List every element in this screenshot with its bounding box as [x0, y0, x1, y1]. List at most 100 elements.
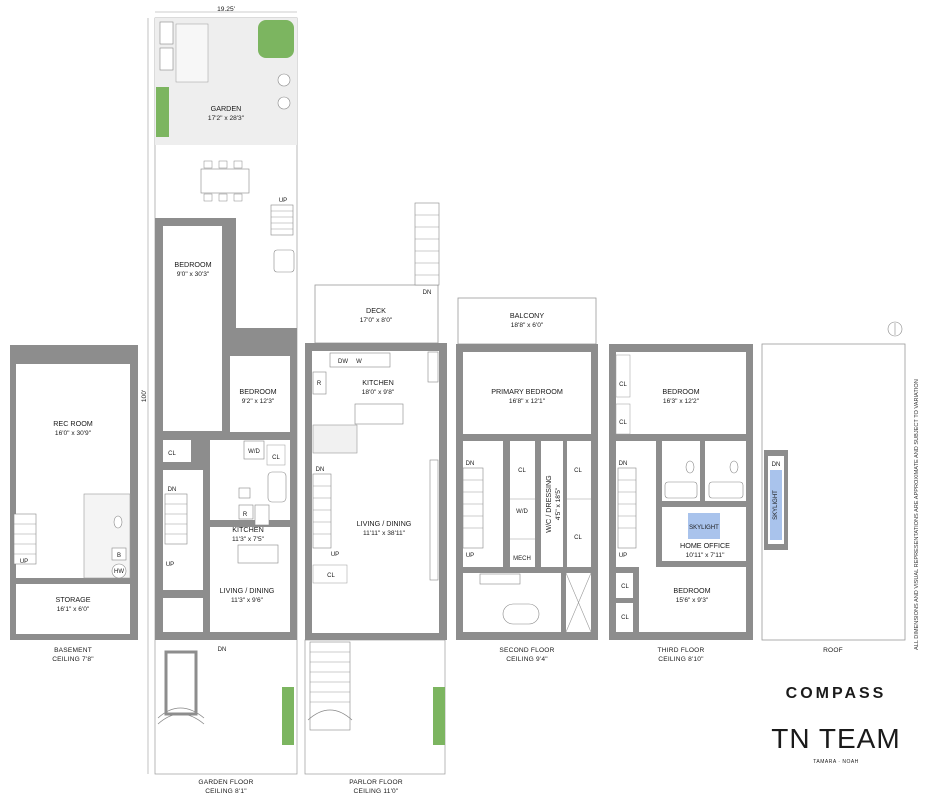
garden-floor-stairs [164, 493, 188, 545]
pf-front-planter [433, 687, 445, 745]
pf-wine-label: W [356, 359, 362, 365]
tf-skylight-label: SKYLIGHT [689, 525, 719, 531]
gf-room-dim: 11'3" x 9'6" [231, 597, 264, 604]
gf-room-name: BEDROOM [239, 387, 276, 396]
sf-room-name: W/C / DRESSING [544, 475, 553, 533]
sf-room-dim: 4'5" x 18'5" [555, 487, 562, 520]
garden-lot: 19.25' 100' GARDEN 17'2" x 28'3" UP [141, 6, 298, 775]
sf-room-dim: 18'8" x 6'0" [511, 322, 544, 329]
gf-closet-label: CL [272, 455, 280, 461]
pf-kitchen-island [354, 403, 404, 425]
sf-vanity-icon [479, 573, 521, 585]
gf-room-name: BEDROOM [174, 260, 211, 269]
water-heater-label: HW [114, 569, 124, 575]
basement-room-name: STORAGE [55, 595, 90, 604]
gf-ceiling: CEILING 8'1" [205, 788, 247, 795]
gf-room-dim: 11'3" x 7'5" [232, 536, 265, 543]
gf-washer-dryer-label: W/D [248, 449, 260, 455]
tf-bathtub-icon [708, 481, 744, 499]
tf-room-dim: 10'11" x 7'11" [686, 552, 726, 559]
chair-icon [277, 73, 291, 87]
tf-closet-label: CL [619, 382, 627, 388]
pf-room-name: DECK [366, 306, 386, 315]
planter-top-right [258, 20, 294, 58]
garden-dim: 17'2" x 28'3" [208, 115, 245, 122]
tf-room-dim: 16'3" x 12'2" [663, 398, 700, 405]
gf-up-label: UP [166, 562, 174, 568]
deck-stairs [414, 202, 440, 286]
sf-down-label: DN [466, 461, 475, 467]
gf-entry-down-label: DN [218, 647, 227, 653]
pf-stoop-stairs [309, 641, 351, 731]
pf-room-dim: 11'11" x 38'11" [363, 530, 406, 537]
garden-name: GARDEN [211, 104, 242, 113]
gf-room-dim: 9'0" x 30'3" [177, 271, 210, 278]
basement-title: BASEMENT [54, 647, 92, 654]
gf-title: GARDEN FLOOR [198, 779, 253, 786]
disclaimer: ALL DIMENSIONS AND VISUAL REPRESENTATION… [914, 379, 920, 650]
sf-washer-dryer-label: W/D [516, 509, 528, 515]
pf-deck-down-label: DN [423, 290, 432, 296]
water-heater-icon [111, 563, 127, 579]
pf-ceiling: CEILING 11'0" [354, 788, 399, 795]
tf-bathtub-icon [664, 481, 698, 499]
roof-title: ROOF [823, 647, 843, 654]
basement-room-dim: 16'0" x 30'9" [55, 430, 92, 437]
kitchen-island [237, 544, 279, 564]
gf-room-name: LIVING / DINING [220, 586, 275, 595]
roof-plan: SKYLIGHT DN ROOF [761, 321, 906, 654]
branding: COMPASS TN TEAM TAMARA · NOAH [771, 685, 900, 765]
pf-closet-label: CL [327, 573, 335, 579]
tf-skylight [688, 513, 720, 539]
gf-closet-label: CL [168, 451, 176, 457]
sink-icon [238, 487, 251, 499]
pf-stairs [312, 473, 332, 549]
roof-skylight-label: SKYLIGHT [773, 490, 779, 520]
sf-mech-label: MECH [513, 556, 531, 562]
team-sub-logo: TAMARA · NOAH [813, 759, 859, 765]
planter-front [282, 687, 294, 745]
pf-room-dim: 18'0" x 9'8" [362, 389, 395, 396]
tf-closet-label: CL [619, 420, 627, 426]
gf-room-dim: 9'2" x 12'3" [242, 398, 275, 405]
pf-title: PARLOR FLOOR [349, 779, 403, 786]
sf-title: SECOND FLOOR [499, 647, 554, 654]
toilet-icon [113, 515, 123, 529]
balcony-area [457, 297, 597, 345]
garden-up-label: UP [279, 198, 287, 204]
pf-room-dim: 17'0" x 8'0" [360, 317, 393, 324]
tf-room-name: BEDROOM [673, 586, 710, 595]
third-floor-plan: SKYLIGHT BEDROOM 16'3" x 12'2" HOME OFFI… [609, 344, 753, 663]
sf-room-name: BALCONY [510, 311, 545, 320]
tf-down-label: DN [619, 461, 628, 467]
dining-table-icon [200, 168, 250, 194]
sf-bathtub-icon [502, 603, 540, 625]
garden-stairs [270, 204, 294, 236]
tf-title: THIRD FLOOR [658, 647, 705, 654]
gf-fridge-label: R [243, 512, 248, 518]
pf-room-name: KITCHEN [362, 378, 394, 387]
sf-closet-label: CL [574, 468, 582, 474]
pf-down-label: DN [316, 467, 325, 473]
tf-closet-label: CL [621, 615, 629, 621]
range-icon [254, 504, 270, 526]
sf-closet-label: CL [574, 535, 582, 541]
lounge-chair-icon [159, 47, 174, 71]
lot-width-label: 19.25' [217, 6, 235, 13]
gf-down-label: DN [168, 487, 177, 493]
tf-room-dim: 15'6" x 9'3" [676, 597, 709, 604]
pf-fridge-label: R [317, 381, 322, 387]
team-logo: TN TEAM [771, 723, 900, 754]
parlor-floor-plan: DN DECK 17'0" x 8'0" DW W R CL DN UP KIT… [304, 202, 447, 795]
pf-up-label: UP [331, 552, 339, 558]
lot-depth-label: 100' [141, 390, 148, 402]
bathtub-icon [267, 471, 287, 503]
basement-stairs [13, 513, 37, 565]
sf-room-name: PRIMARY BEDROOM [491, 387, 563, 396]
pf-room-name: LIVING / DINING [357, 519, 412, 528]
planter-left [156, 87, 169, 137]
tf-up-label: UP [619, 553, 627, 559]
basement-plan: UP B HW REC ROOM 16'0" x 30'9" STORAGE 1… [10, 345, 138, 663]
compass-logo: COMPASS [786, 685, 887, 702]
